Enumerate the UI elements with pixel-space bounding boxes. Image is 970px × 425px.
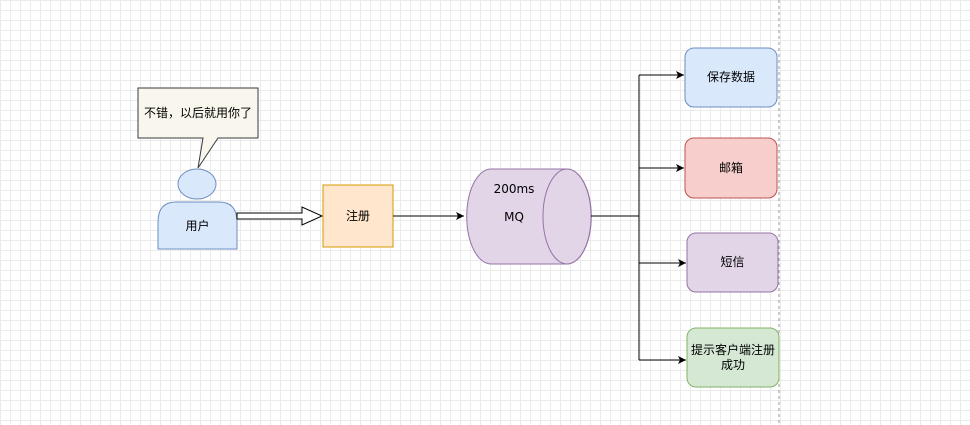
notify-box[interactable] [686,327,780,388]
save-label: 保存数据 [706,70,755,84]
save-box[interactable] [684,47,778,108]
callout-text: 不错，以后就用你了 [143,105,252,120]
register-box[interactable] [322,184,394,248]
register-label: 注册 [345,208,370,223]
email-box[interactable] [684,137,778,199]
email-label: 邮箱 [718,160,743,175]
mq-latency-label: 200ms [493,181,535,196]
notify-label: 提示客户端注册成功 [690,342,775,372]
callout-bubble[interactable] [137,87,259,169]
user-label: 用户 [185,218,210,233]
user-head [177,168,217,200]
user-to-register-arrow [236,206,324,226]
sms-label: 短信 [720,255,745,269]
mq-label: MQ [504,209,524,224]
sms-box[interactable] [686,232,779,293]
